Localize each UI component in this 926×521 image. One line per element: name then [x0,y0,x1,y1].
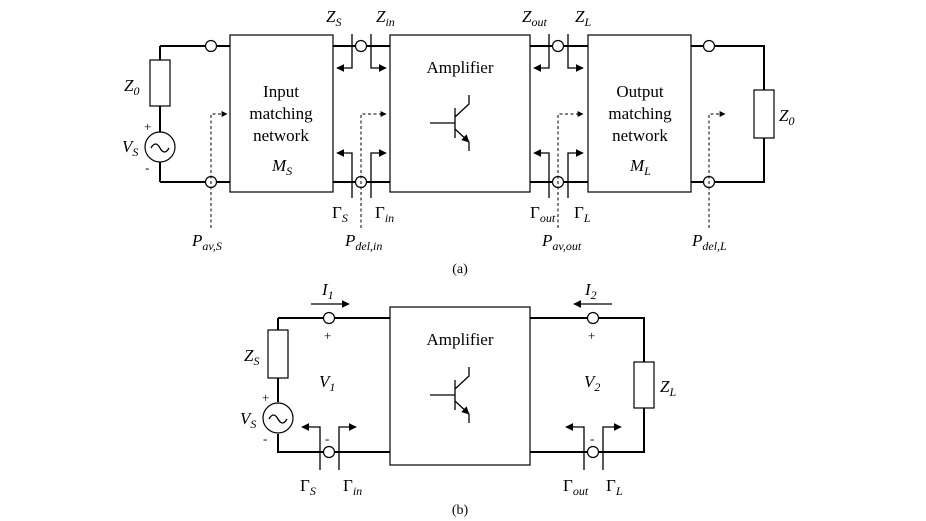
minus-sign-a: - [145,160,149,175]
gamma-out-label-b: Γout [563,476,589,498]
minus-sign-b-right: - [590,431,594,446]
source-vs-a [144,131,176,163]
z0-right-resistor [753,89,775,139]
zs-label-b: ZS [244,346,259,368]
amplifier-block-a [389,34,531,193]
zl-resistor-b [633,361,655,409]
gamma-l-label-a: ΓL [574,203,591,225]
zout-label: Zout [522,7,547,29]
v1-label: V1 [319,372,335,394]
z0-right-label: Z0 [779,106,794,128]
zl-label-a: ZL [575,7,591,29]
zs-resistor-b [267,329,289,379]
terminals-b [322,311,600,459]
v2-label: V2 [584,372,600,394]
plus-sign-a: + [144,119,151,134]
minus-sign-b-source: - [263,431,267,446]
i1-label: I1 [321,280,334,302]
diagram-a: Input matching network MS Amplifier Outp… [122,7,794,277]
reflection-arrows-b [301,423,622,470]
source-vs-b [262,402,294,434]
vs-label-a: VS [122,137,138,159]
z0-left-label: Z0 [124,76,139,98]
amplifier-label-b: Amplifier [426,330,493,349]
gamma-out-label-a: Γout [530,203,556,225]
caption-b: (b) [452,503,469,518]
ac-sine-symbol [150,143,170,153]
i2-label: I2 [584,280,597,302]
transistor-symbol-a [430,95,470,151]
z0-left-resistor [149,59,171,107]
input-network-line1: Input [263,82,299,101]
gamma-l-label-b: ΓL [606,476,623,498]
amplifier-label-a: Amplifier [426,58,493,77]
minus-sign-b-left: - [325,431,329,446]
output-matching-network-block [587,34,692,193]
pav-s-label: Pav,S [191,231,222,253]
zl-label-b: ZL [660,377,676,399]
plus-sign-b-source: + [262,390,269,405]
pdel-in-label: Pdel,in [344,231,382,253]
input-network-line3: network [253,126,309,145]
output-network-line2: matching [608,104,672,123]
zin-label: Zin [376,7,395,29]
pav-out-label: Pav,out [541,231,582,253]
ms-label: MS [271,156,292,178]
ml-label: ML [629,156,651,178]
impedance-arrows-top [336,34,584,72]
diagram-b: Amplifier I1 I2 + + - - V1 V2 ZS ZL VS +… [240,280,676,518]
pdel-l-label: Pdel,L [691,231,727,253]
input-matching-network-block [229,34,334,193]
transistor-symbol-b [430,367,470,423]
caption-a: (a) [452,262,468,277]
gamma-s-label-a: ΓS [332,203,348,225]
gamma-s-label-b: ΓS [300,476,316,498]
plus-sign-b-right: + [588,328,595,343]
input-network-line2: matching [249,104,313,123]
reflection-arrows-bottom [336,149,584,198]
ac-sine-symbol [268,414,288,424]
output-network-line1: Output [616,82,664,101]
zs-label-a: ZS [326,7,341,29]
amplifier-block-b [389,306,531,466]
gamma-in-label-b: Γin [343,476,362,498]
vs-label-b: VS [240,409,256,431]
gamma-in-label-a: Γin [375,203,394,225]
output-network-line3: network [612,126,668,145]
plus-sign-b-left: + [324,328,331,343]
